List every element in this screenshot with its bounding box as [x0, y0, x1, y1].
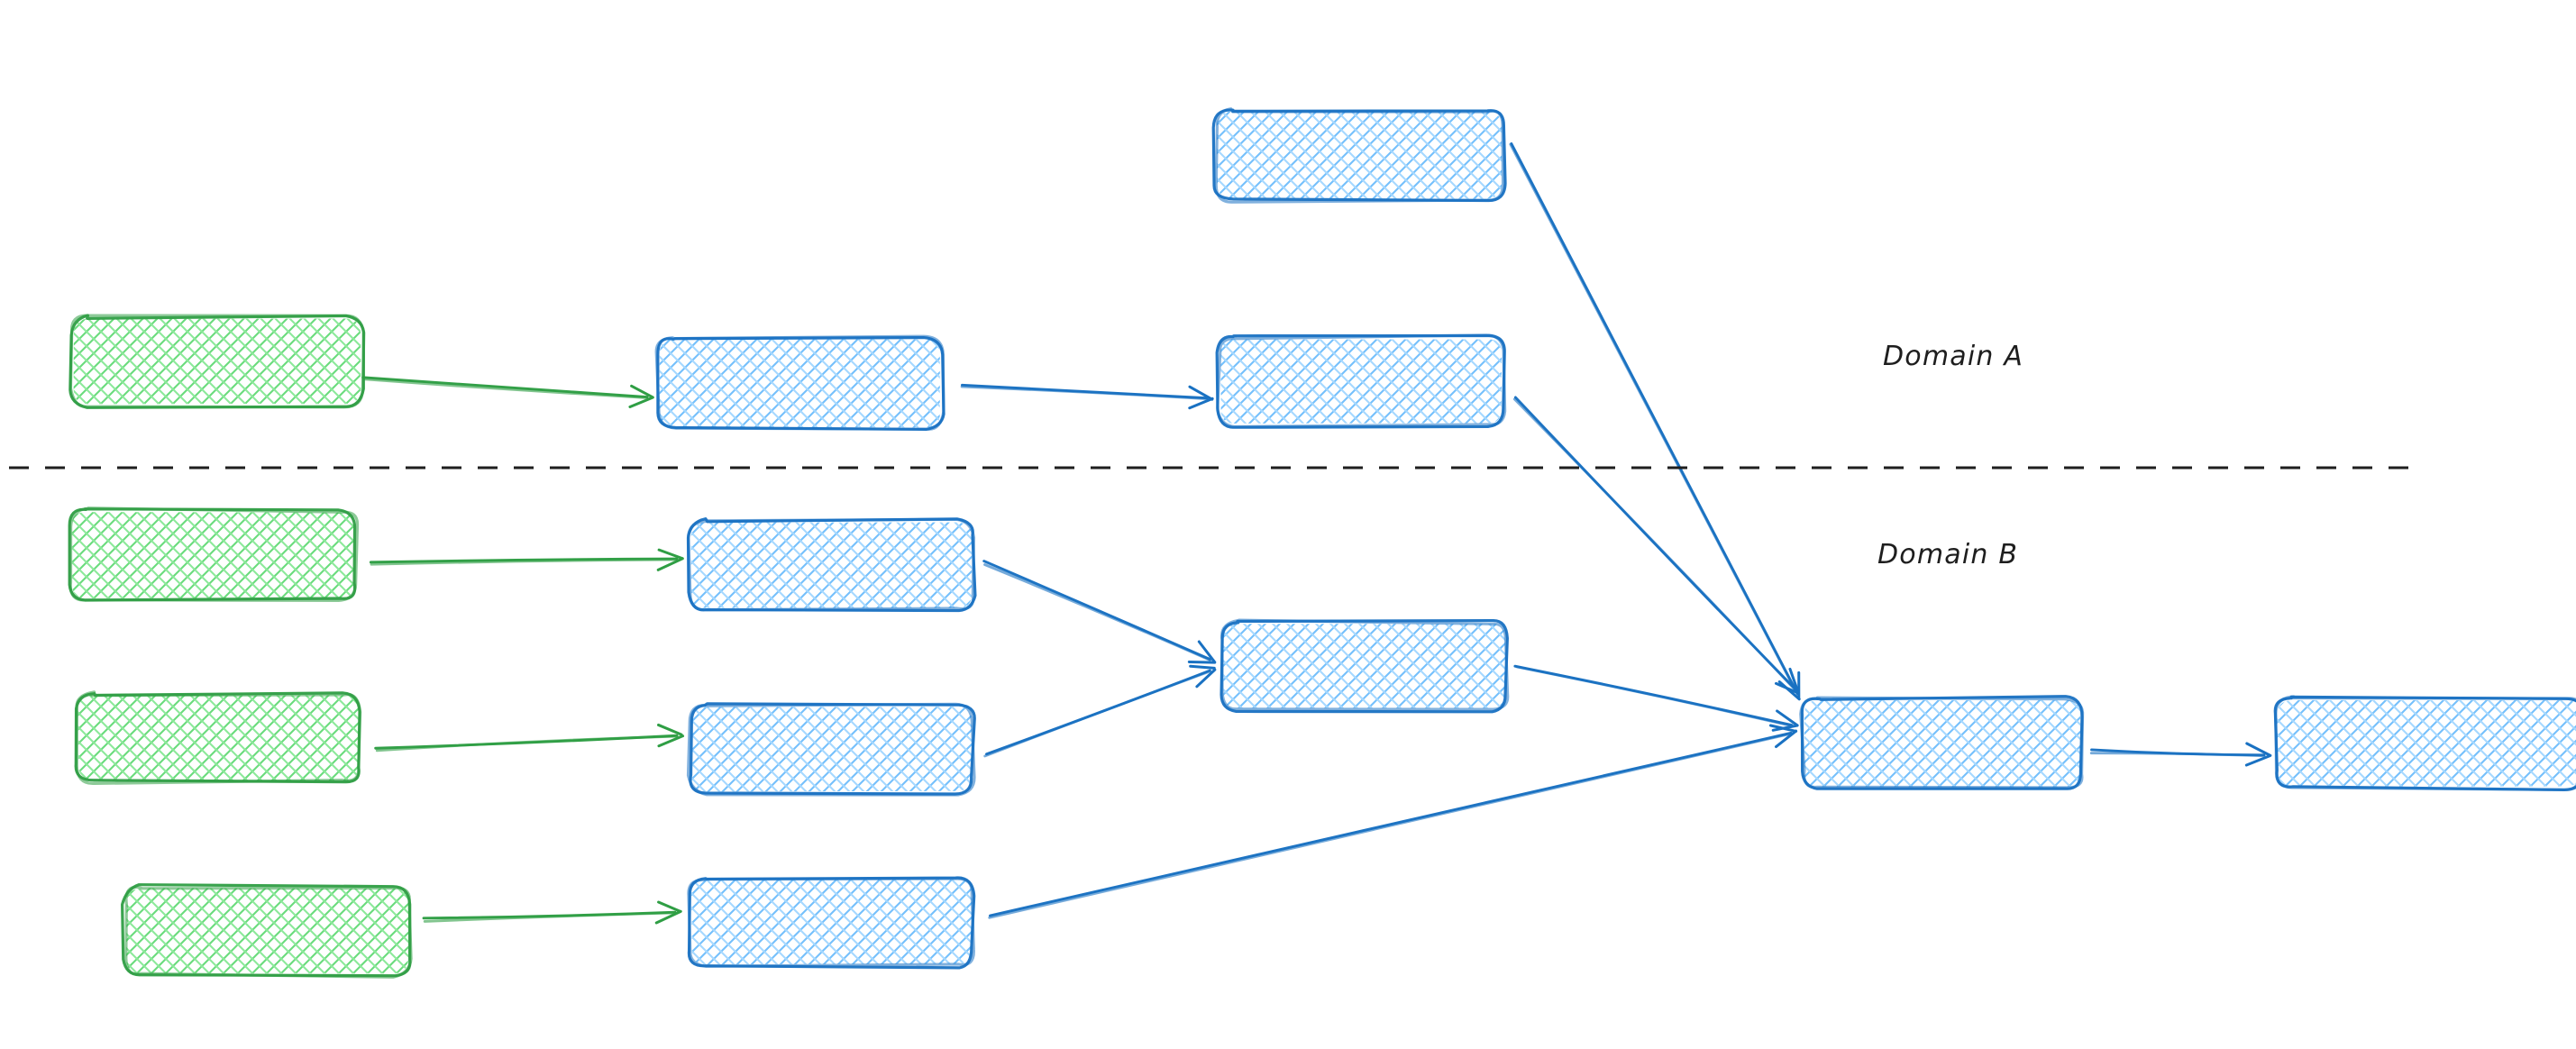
node-b-merge[interactable]	[1219, 618, 1510, 714]
edge-arrowhead	[1776, 709, 1799, 727]
edge-arrowhead	[657, 900, 681, 913]
edge-arrowhead	[1788, 667, 1800, 694]
edge-e-b-stage-2-to-b-merge[interactable]	[983, 664, 1217, 758]
edge-arrowhead	[2244, 754, 2271, 767]
node-b-source-2[interactable]	[74, 690, 362, 786]
node-fill	[126, 888, 409, 974]
edge-shaft	[1509, 142, 1799, 696]
node-b-hub[interactable]	[1799, 695, 2085, 790]
node-fill	[691, 879, 973, 965]
node-fill	[691, 707, 973, 792]
node-fill	[1222, 624, 1506, 708]
edge-shaft	[983, 670, 1211, 758]
node-b-stage-3[interactable]	[687, 876, 976, 970]
edge-e-a-top-to-b-hub[interactable]	[1509, 141, 1801, 701]
edge-e-b-source-2-to-b-stage-2[interactable]	[374, 723, 685, 753]
edge-arrowhead	[1768, 724, 1798, 733]
edge-arrowhead	[657, 734, 685, 748]
node-fill	[1804, 699, 2081, 788]
node-b-final[interactable]	[2273, 695, 2576, 792]
node-b-source-3[interactable]	[121, 883, 413, 979]
node-a-stage-1[interactable]	[654, 334, 945, 432]
node-outline	[1799, 696, 2085, 789]
edge-shaft	[983, 563, 1211, 661]
edge-shaft	[1515, 665, 1794, 727]
edge-e-b-stage-3-to-b-hub[interactable]	[988, 724, 1798, 919]
node-fill	[73, 318, 361, 405]
edge-arrowhead	[2245, 742, 2272, 757]
node-fill	[71, 512, 355, 598]
edge-e-a-source-to-a-stage-1[interactable]	[361, 376, 654, 408]
edge-shaft	[960, 385, 1209, 400]
node-b-stage-2[interactable]	[686, 702, 976, 797]
node-outline	[687, 517, 976, 612]
edge-arrowhead	[1189, 664, 1216, 670]
node-fill	[659, 338, 940, 428]
node-outline	[1214, 107, 1505, 204]
edge-shaft	[1512, 397, 1796, 690]
node-fill	[2277, 699, 2576, 787]
node-outline	[2274, 695, 2576, 791]
edge-arrowhead	[1187, 660, 1217, 664]
node-b-stage-1[interactable]	[686, 517, 977, 613]
edge-arrowhead	[656, 557, 684, 571]
node-outline	[75, 690, 362, 786]
edge-shaft	[988, 732, 1793, 919]
node-a-top[interactable]	[1211, 107, 1507, 204]
nodes-layer	[68, 107, 2576, 979]
edge-e-a-stage-1-to-a-stage-2[interactable]	[960, 383, 1214, 410]
domain-a-label: Domain A	[1883, 341, 2024, 372]
edge-arrowhead	[630, 384, 653, 398]
edge-e-b-source-3-to-b-stage-3[interactable]	[422, 900, 682, 925]
edge-arrowhead	[1188, 385, 1214, 401]
edge-arrowhead	[654, 909, 682, 925]
edge-e-a-stage-2-to-b-hub[interactable]	[1512, 396, 1800, 694]
node-b-source-1[interactable]	[68, 506, 360, 602]
domain-b-label: Domain B	[1877, 539, 2019, 570]
edge-arrowhead	[656, 723, 683, 736]
edge-arrowhead	[1188, 397, 1214, 410]
node-fill	[1220, 338, 1503, 424]
edge-arrowhead	[657, 548, 684, 561]
edge-e-b-stage-1-to-b-merge[interactable]	[982, 560, 1217, 664]
node-outline	[686, 702, 976, 797]
node-fill	[78, 695, 359, 781]
edge-shaft	[375, 734, 679, 753]
node-outline	[124, 885, 413, 979]
edge-arrowhead	[1197, 640, 1217, 664]
edge-e-b-hub-to-b-final[interactable]	[2089, 742, 2272, 767]
node-fill	[690, 522, 973, 608]
edge-shaft	[370, 558, 679, 566]
node-a-source[interactable]	[69, 314, 366, 409]
edge-shaft	[363, 378, 649, 399]
edge-shaft	[2089, 752, 2266, 758]
edge-arrowhead	[1775, 729, 1798, 749]
edge-e-b-merge-to-b-hub[interactable]	[1513, 664, 1799, 732]
node-outline	[69, 314, 366, 409]
edge-arrowhead	[1195, 668, 1217, 689]
node-a-stage-2[interactable]	[1215, 333, 1507, 429]
node-outline	[1219, 618, 1510, 711]
edge-shaft	[423, 911, 677, 923]
node-fill	[1216, 111, 1503, 199]
edge-e-b-source-1-to-b-stage-1[interactable]	[369, 548, 684, 571]
node-outline	[654, 334, 945, 431]
edges-layer	[361, 141, 2272, 925]
node-outline	[687, 877, 975, 968]
edge-arrowhead	[628, 396, 654, 408]
node-outline	[69, 506, 360, 602]
node-outline	[1216, 333, 1507, 429]
edge-arrowhead	[1774, 681, 1799, 694]
